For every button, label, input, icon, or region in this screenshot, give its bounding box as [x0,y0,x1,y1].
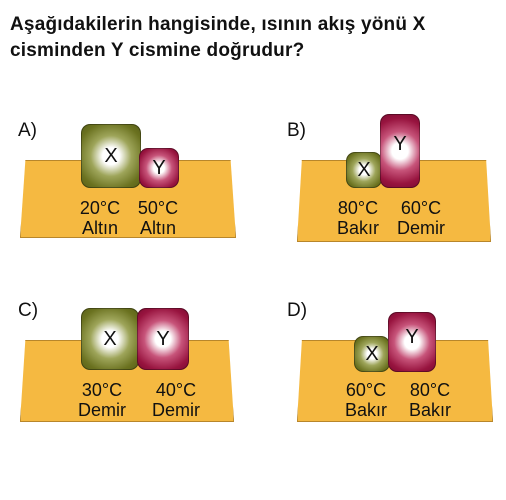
object-y: Y [139,148,179,188]
object-y-info: 60°C Demir [391,198,451,238]
object-x: X [81,124,141,188]
object-x: X [354,336,390,372]
object-x-label: X [104,144,118,167]
option-d[interactable]: D) X Y 60°C Bakır 80°C Bakır [287,300,506,500]
object-x: X [81,308,139,370]
object-x-temp: 60°C [345,380,387,400]
object-x-temp: 80°C [337,198,379,218]
object-y: Y [380,114,420,188]
option-letter: B) [287,120,306,141]
object-y-material: Altın [139,218,177,238]
object-x-temp: 30°C [81,380,123,400]
object-y-temp: 60°C [400,198,442,218]
object-x-info: 60°C Bakır [340,380,392,420]
object-x-material: Bakır [336,218,379,238]
object-y-temp: 40°C [155,380,197,400]
object-x-info: 30°C Demir [73,380,131,420]
question-text: Aşağıdakilerin hangisinde, ısının akış y… [10,14,426,61]
option-a[interactable]: A) X Y 20°C Altın 50°C Altın [18,120,268,320]
option-b[interactable]: B) X Y 80°C Bakır 60°C Demir [287,114,506,320]
object-y-info: 40°C Demir [147,380,205,420]
object-y-material: Demir [397,218,445,238]
object-x-info: 80°C Bakır [332,198,384,238]
object-y-info: 50°C Altın [133,198,183,238]
object-y-label: Y [393,132,407,155]
object-x-temp: 20°C [79,198,121,218]
object-y-material: Demir [152,400,200,420]
object-x-material: Demir [78,400,126,420]
object-y-label: Y [156,327,170,350]
option-letter: C) [18,300,39,321]
option-c[interactable]: C) X Y 30°C Demir 40°C Demir [18,300,268,500]
object-y: Y [137,308,189,370]
option-letter: D) [287,300,308,321]
object-x: X [346,152,382,188]
object-y-temp: 50°C [137,198,179,218]
object-x-info: 20°C Altın [75,198,125,238]
object-x-label: X [103,327,117,350]
object-x-material: Bakır [344,400,387,420]
object-x-label: X [357,158,371,181]
object-y-info: 80°C Bakır [404,380,456,420]
option-letter: A) [18,120,37,141]
object-y-temp: 80°C [409,380,451,400]
object-x-material: Altın [81,218,119,238]
object-y-material: Bakır [408,400,451,420]
object-y: Y [388,312,436,372]
object-x-label: X [365,342,379,365]
object-y-label: Y [152,156,166,179]
object-y-label: Y [405,325,419,348]
